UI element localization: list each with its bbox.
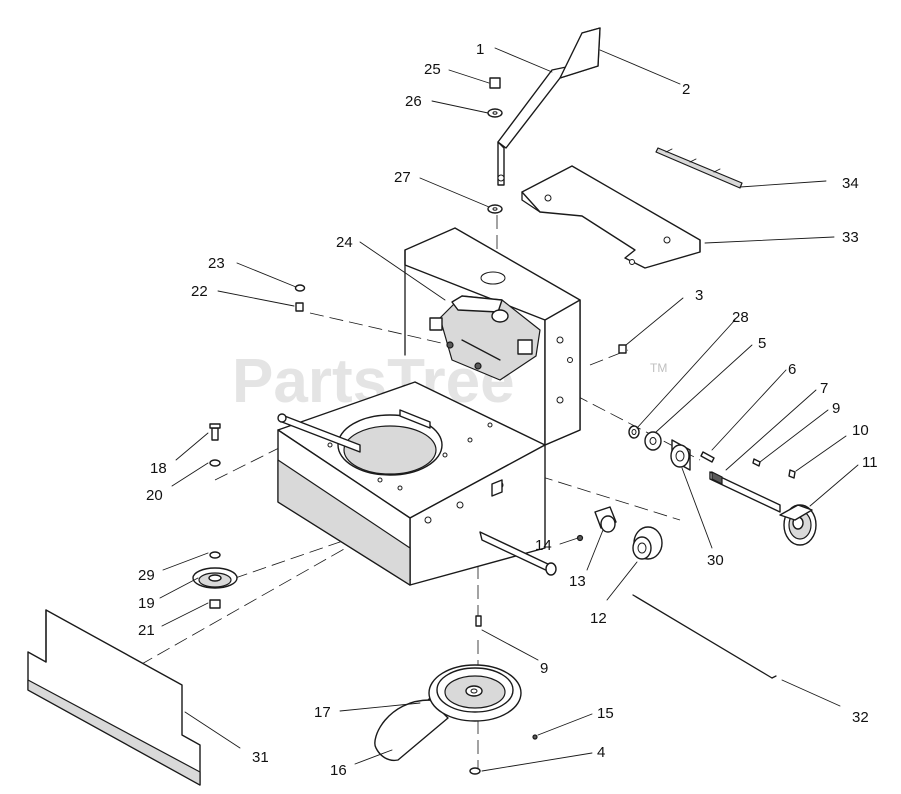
callout-30: 30 — [707, 552, 724, 569]
drive-belt-pulley — [374, 664, 522, 762]
callout-19: 19 — [138, 595, 155, 612]
callout-5: 5 — [758, 335, 766, 352]
watermark-tm: TM — [650, 361, 667, 375]
callout-20: 20 — [146, 487, 163, 504]
callout-6: 6 — [788, 361, 796, 378]
callout-28: 28 — [732, 309, 749, 326]
callout-29: 29 — [138, 567, 155, 584]
hardware-18-20 — [209, 423, 221, 467]
hardware-25-26-27 — [487, 77, 503, 214]
callout-11: 11 — [862, 454, 878, 471]
callout-22: 22 — [191, 283, 208, 300]
callout-32: 32 — [852, 709, 869, 726]
callout-24: 24 — [336, 234, 353, 251]
small-hardware — [469, 615, 538, 775]
cover-plate — [27, 609, 201, 786]
callout-26: 26 — [405, 93, 422, 110]
callout-14: 14 — [535, 537, 552, 554]
callout-1: 1 — [476, 41, 484, 58]
leader-lines — [159, 47, 859, 772]
callout-16: 16 — [330, 762, 347, 779]
hardware-22-23 — [294, 284, 306, 312]
callout-9-upper: 9 — [832, 400, 840, 417]
idler-pulley — [192, 551, 238, 609]
callout-13: 13 — [569, 573, 586, 590]
callout-31: 31 — [252, 749, 269, 766]
pinion-parts — [576, 506, 663, 560]
callout-25: 25 — [424, 61, 441, 78]
callout-18: 18 — [150, 460, 167, 477]
callout-33: 33 — [842, 229, 859, 246]
callout-15: 15 — [597, 705, 614, 722]
callout-9-lower: 9 — [540, 660, 548, 677]
callout-4: 4 — [597, 744, 605, 761]
callout-12: 12 — [590, 610, 607, 627]
callout-labels: 1 2 3 4 5 6 7 9 9 10 11 12 13 14 15 16 1… — [138, 41, 878, 779]
callout-27: 27 — [394, 169, 411, 186]
callout-2: 2 — [682, 81, 690, 98]
callout-23: 23 — [208, 255, 225, 272]
callout-3: 3 — [695, 287, 703, 304]
transmission — [429, 295, 541, 381]
callout-7: 7 — [820, 380, 828, 397]
callout-10: 10 — [852, 422, 869, 439]
callout-34: 34 — [842, 175, 859, 192]
chassis-housing — [277, 227, 581, 586]
callout-21: 21 — [138, 622, 155, 639]
control-rod — [632, 594, 777, 679]
bracket-plate — [521, 165, 701, 269]
shift-lever — [497, 27, 601, 186]
decal-strip — [655, 147, 743, 189]
callout-17: 17 — [314, 704, 331, 721]
output-shaft-parts — [618, 344, 817, 546]
